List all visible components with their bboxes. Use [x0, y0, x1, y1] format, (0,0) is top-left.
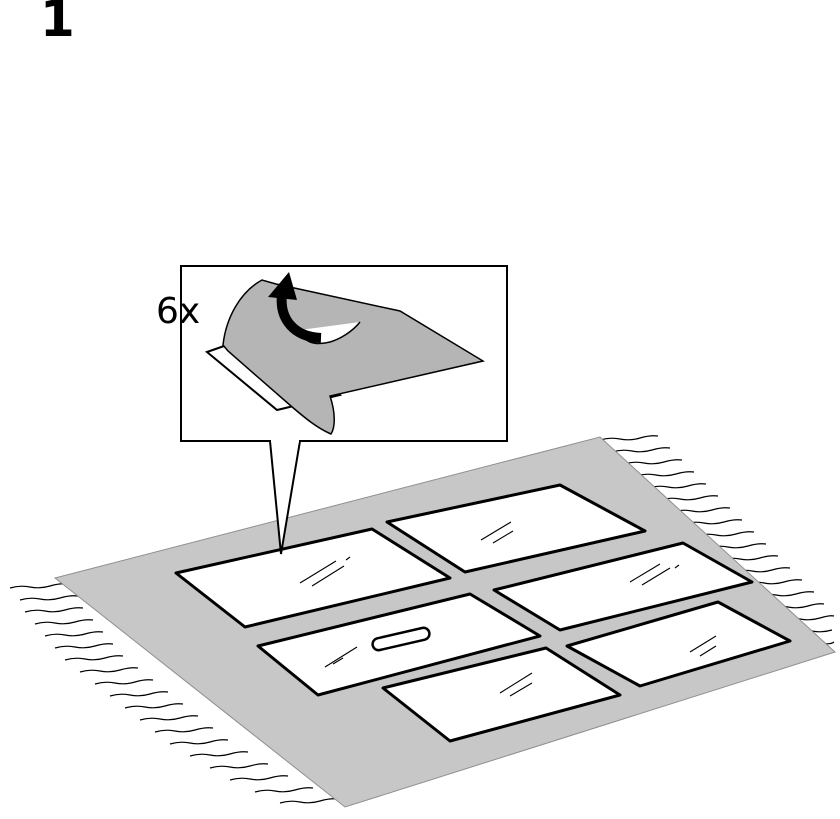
step-number: 1 — [40, 0, 75, 48]
quantity-label: 6x — [156, 291, 200, 332]
cloth-fringe-left — [9, 583, 339, 804]
glass-panel-2 — [385, 483, 647, 574]
peel-film-arrow-icon — [268, 272, 322, 343]
glass-panel-1 — [174, 527, 452, 629]
glass-panel-6 — [565, 600, 792, 688]
handle-slot — [371, 626, 431, 652]
glass-panel-5 — [381, 646, 622, 743]
film-peel-detail — [204, 272, 485, 435]
glass-panel-4 — [492, 541, 754, 632]
glass-reflections — [299, 521, 717, 697]
